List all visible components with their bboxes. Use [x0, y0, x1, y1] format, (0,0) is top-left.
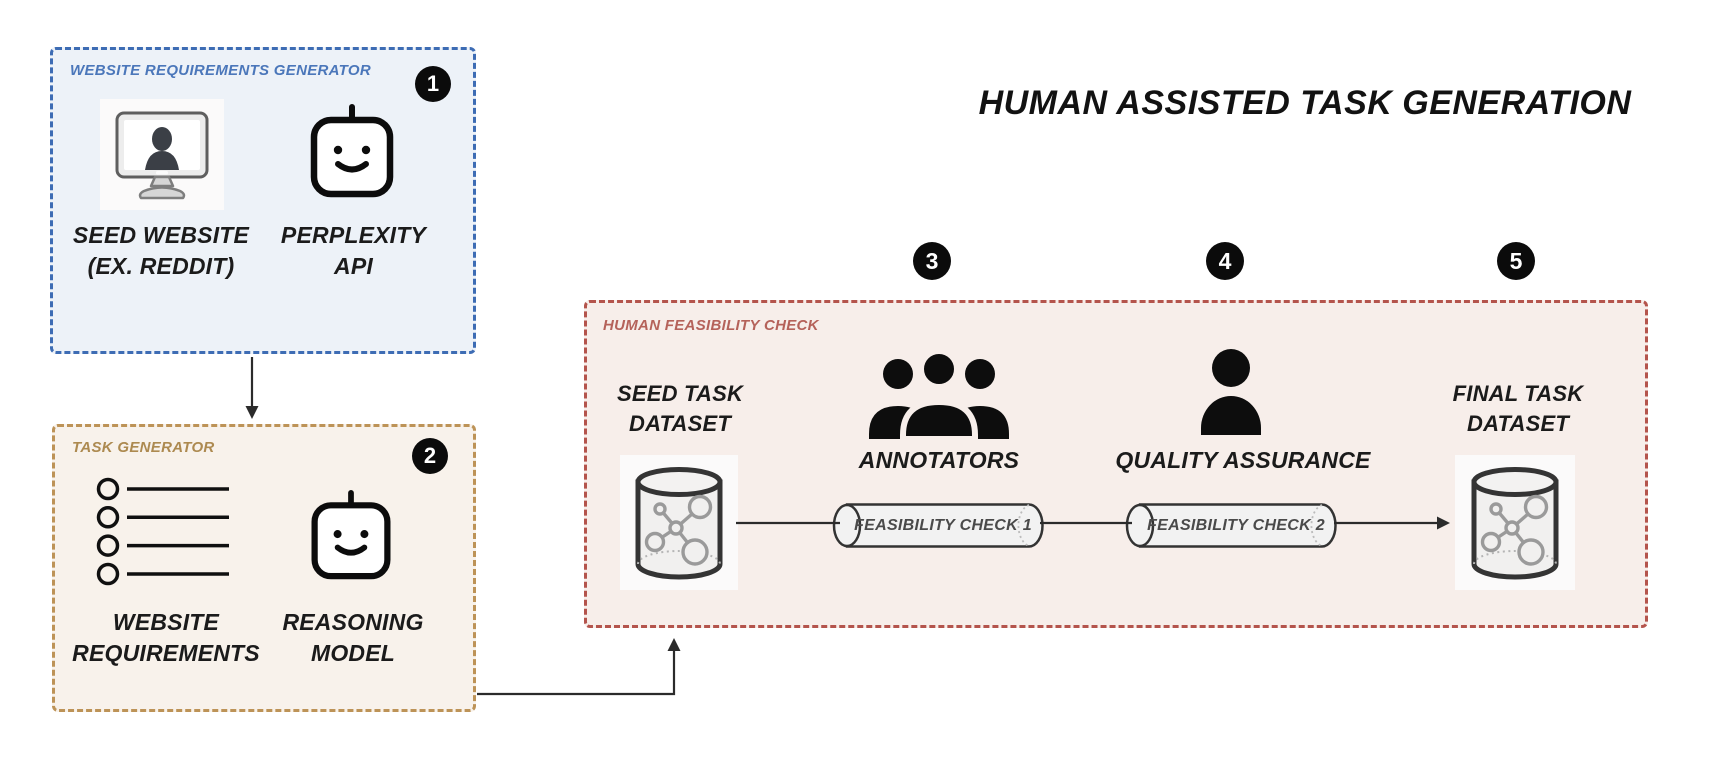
feasibility-check-1-pipe: FEASIBILITY CHECK 1	[832, 502, 1052, 549]
task-list-icon	[96, 477, 229, 586]
perplexity-api-caption-line1: PERPLEXITY	[280, 222, 427, 248]
pipe-cylinder-icon	[832, 503, 1044, 548]
seed-website-tile	[100, 99, 224, 210]
task-generator-box: TASK GENERATOR WEBSITE REQUIREMENTS REAS…	[52, 424, 476, 712]
website-requirements-caption-line2: REQUIREMENTS	[72, 640, 260, 666]
seed-website-caption-line2: (EX. REDDIT)	[87, 253, 235, 279]
seed-task-dataset-tile	[620, 455, 738, 590]
website-requirements-generator-label: WEBSITE REQUIREMENTS GENERATOR	[70, 62, 371, 79]
seed-task-dataset-caption: SEED TASK DATASET	[600, 379, 760, 439]
website-requirements-caption: WEBSITE REQUIREMENTS	[63, 607, 269, 669]
perplexity-api-caption: PERPLEXITY API	[271, 220, 436, 282]
database-icon	[635, 466, 723, 579]
final-task-dataset-caption-line1: FINAL TASK	[1452, 381, 1584, 406]
annotators-caption: ANNOTATORS	[858, 447, 1020, 473]
feasibility-check-1-label: FEASIBILITY CHECK 1	[854, 516, 1032, 534]
database-icon	[1471, 466, 1559, 579]
step-badge-1: 1	[415, 66, 451, 102]
step-badge-2: 2	[412, 438, 448, 474]
website-requirements-generator-box: WEBSITE REQUIREMENTS GENERATOR SEED WEBS…	[50, 47, 476, 354]
seed-task-dataset-caption-line2: DATASET	[628, 411, 732, 436]
seed-website-caption: SEED WEBSITE (EX. REDDIT)	[61, 220, 261, 282]
reasoning-model-caption-line2: MODEL	[310, 640, 396, 666]
step-badge-4: 4	[1206, 242, 1244, 280]
feasibility-check-2-pipe: FEASIBILITY CHECK 2	[1125, 502, 1345, 549]
final-task-dataset-caption-line2: DATASET	[1466, 411, 1570, 436]
seed-task-dataset-caption-line1: SEED TASK	[616, 381, 744, 406]
pipe-cylinder-icon	[1125, 503, 1337, 548]
final-task-dataset-caption: FINAL TASK DATASET	[1438, 379, 1598, 439]
feasibility-check-2-label: FEASIBILITY CHECK 2	[1147, 516, 1325, 534]
human-feasibility-check-box: HUMAN FEASIBILITY CHECK SEED TASK DATASE…	[584, 300, 1648, 628]
step-badge-5: 5	[1497, 242, 1535, 280]
diagram-title: HUMAN ASSISTED TASK GENERATION	[978, 84, 1632, 122]
website-requirements-caption-line1: WEBSITE	[112, 609, 220, 635]
task-generator-label: TASK GENERATOR	[72, 439, 215, 456]
robot-icon	[311, 490, 391, 580]
person-icon	[1201, 349, 1261, 435]
reasoning-model-caption: REASONING MODEL	[273, 607, 433, 669]
perplexity-api-caption-line2: API	[334, 253, 373, 279]
robot-icon	[310, 104, 394, 198]
final-task-dataset-tile	[1455, 455, 1575, 590]
human-feasibility-check-label: HUMAN FEASIBILITY CHECK	[603, 317, 819, 334]
seed-website-caption-line1: SEED WEBSITE	[72, 222, 250, 248]
quality-assurance-caption: QUALITY ASSURANCE	[1115, 447, 1371, 473]
reasoning-model-caption-line1: REASONING	[282, 609, 424, 635]
step-badge-3: 3	[913, 242, 951, 280]
people-group-icon	[869, 348, 1009, 441]
monitor-user-icon	[115, 111, 209, 199]
